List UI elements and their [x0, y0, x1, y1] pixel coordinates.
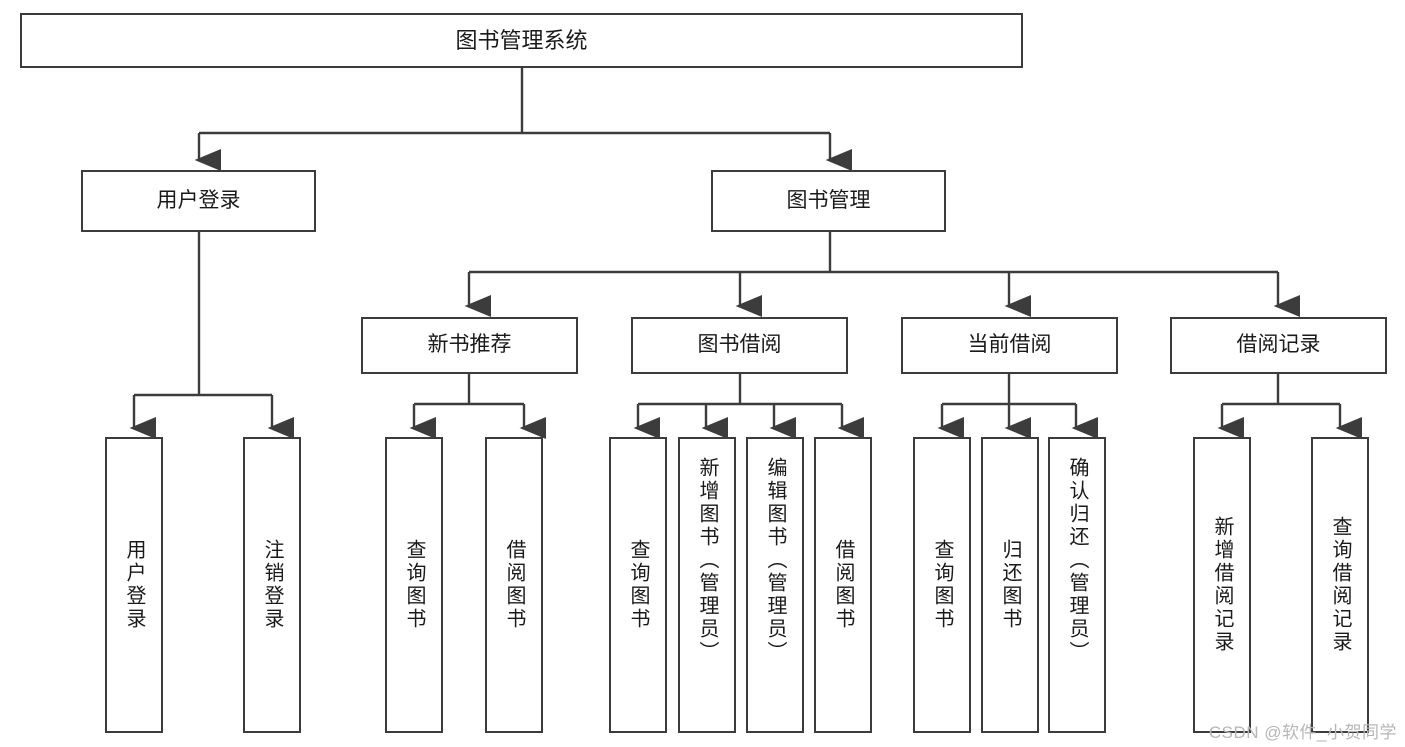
node-user-login: 用户登录	[81, 170, 316, 232]
leaf-edit-book: 编辑图书（管理员）	[746, 437, 804, 733]
leaf-user-login: 用户登录	[105, 437, 163, 733]
node-label: 查询图书	[931, 539, 953, 631]
leaf-confirm-return: 确认归还（管理员）	[1048, 437, 1106, 733]
node-label: 归还图书	[999, 539, 1021, 631]
node-label: 新增图书（管理员）	[696, 457, 718, 664]
node-label: 当前借阅	[967, 333, 1052, 357]
node-label: 借阅记录	[1236, 333, 1321, 357]
leaf-borrow-book: 借阅图书	[814, 437, 872, 733]
csdn-watermark: CSDN @软件_小贺同学	[1208, 723, 1397, 742]
leaf-return-book: 归还图书	[981, 437, 1039, 733]
node-label: 查询图书	[403, 539, 425, 631]
leaf-borrow-book-recommend: 借阅图书	[485, 437, 543, 733]
leaf-query-borrow-record: 查询借阅记录	[1311, 437, 1369, 733]
node-label: 查询图书	[627, 539, 649, 631]
node-label: 图书管理	[786, 188, 871, 212]
node-book-management: 图书管理	[711, 170, 946, 232]
leaf-logout-login: 注销登录	[243, 437, 301, 733]
node-label: 确认归还（管理员）	[1066, 457, 1088, 664]
node-book-borrow: 图书借阅	[631, 317, 848, 374]
node-new-book-recommend: 新书推荐	[361, 317, 578, 374]
node-label: 查询借阅记录	[1329, 516, 1351, 654]
node-borrow-record: 借阅记录	[1170, 317, 1387, 374]
node-root-system: 图书管理系统	[20, 13, 1023, 68]
node-label: 编辑图书（管理员）	[764, 457, 786, 664]
leaf-add-book: 新增图书（管理员）	[678, 437, 736, 733]
node-label: 注销登录	[261, 539, 283, 631]
node-label: 借阅图书	[503, 539, 525, 631]
node-current-borrow: 当前借阅	[901, 317, 1118, 374]
node-label: 图书借阅	[697, 333, 782, 357]
node-label: 用户登录	[123, 539, 145, 631]
node-label: 新增借阅记录	[1211, 516, 1233, 654]
leaf-add-borrow-record: 新增借阅记录	[1193, 437, 1251, 733]
node-label: 图书管理系统	[455, 27, 588, 53]
leaf-query-book-current: 查询图书	[913, 437, 971, 733]
leaf-query-book-borrow: 查询图书	[609, 437, 667, 733]
leaf-query-book-recommend: 查询图书	[385, 437, 443, 733]
node-label: 借阅图书	[832, 539, 854, 631]
node-label: 用户登录	[156, 188, 241, 212]
node-label: 新书推荐	[427, 333, 512, 357]
